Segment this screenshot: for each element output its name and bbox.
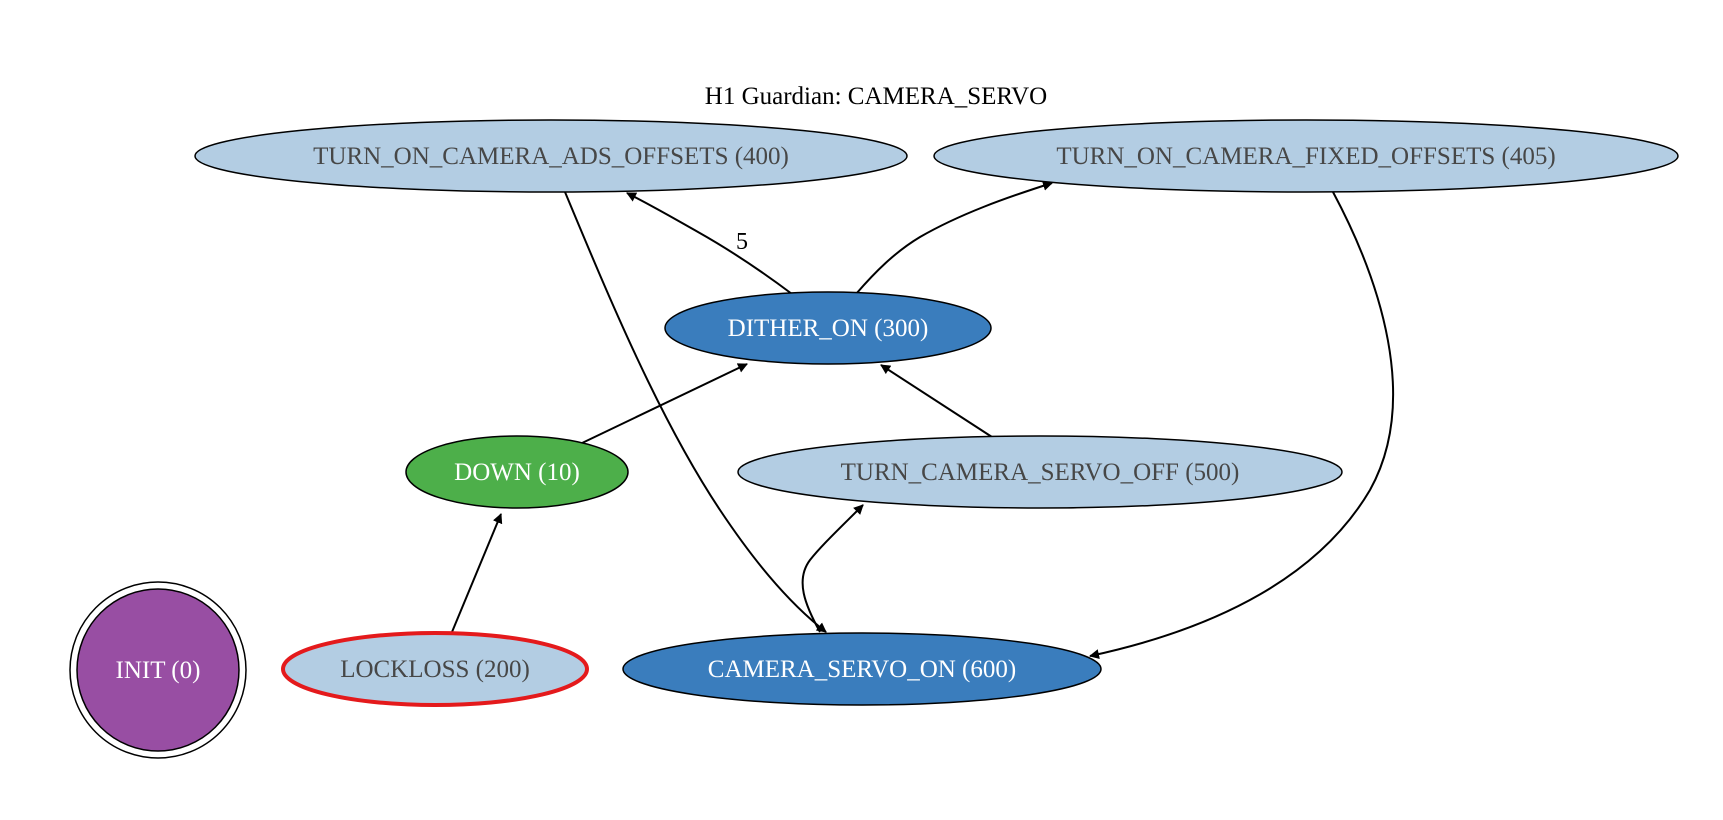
edge-dither-to-ads — [626, 192, 793, 295]
node-label: TURN_ON_CAMERA_FIXED_OFFSETS (405) — [1056, 143, 1555, 170]
edge-servo-off-to-dither — [880, 364, 993, 438]
edge-label-dither-ads: 5 — [736, 229, 748, 255]
node-label: DITHER_ON (300) — [728, 315, 929, 342]
node-label: INIT (0) — [116, 657, 201, 684]
edge-lockloss-to-down — [451, 513, 503, 633]
node-label: DOWN (10) — [454, 459, 580, 486]
node-label: TURN_ON_CAMERA_ADS_OFFSETS (400) — [313, 143, 789, 170]
edge-dither-to-fixed — [855, 180, 1053, 295]
node-turn-on-camera-ads-offsets: TURN_ON_CAMERA_ADS_OFFSETS (400) — [194, 119, 908, 193]
node-turn-on-camera-fixed-offsets: TURN_ON_CAMERA_FIXED_OFFSETS (405) — [933, 119, 1679, 193]
edge-fixed-to-servo-on — [1089, 191, 1395, 659]
node-down: DOWN (10) — [405, 435, 629, 509]
graph-title: H1 Guardian: CAMERA_SERVO — [705, 83, 1047, 110]
edge-servo-on-to-servo-off — [801, 504, 864, 633]
node-label: TURN_CAMERA_SERVO_OFF (500) — [841, 459, 1240, 486]
node-lockloss: LOCKLOSS (200) — [281, 631, 589, 707]
node-init: INIT (0) — [69, 581, 247, 759]
node-dither-on: DITHER_ON (300) — [664, 291, 992, 365]
node-turn-camera-servo-off: TURN_CAMERA_SERVO_OFF (500) — [737, 435, 1343, 509]
edge-down-to-dither — [579, 363, 748, 445]
node-label: CAMERA_SERVO_ON (600) — [708, 656, 1016, 683]
node-camera-servo-on: CAMERA_SERVO_ON (600) — [622, 632, 1102, 706]
edge-ads-to-servo-on — [564, 191, 827, 633]
edges: 5 — [451, 180, 1395, 659]
node-label: LOCKLOSS (200) — [340, 656, 530, 683]
